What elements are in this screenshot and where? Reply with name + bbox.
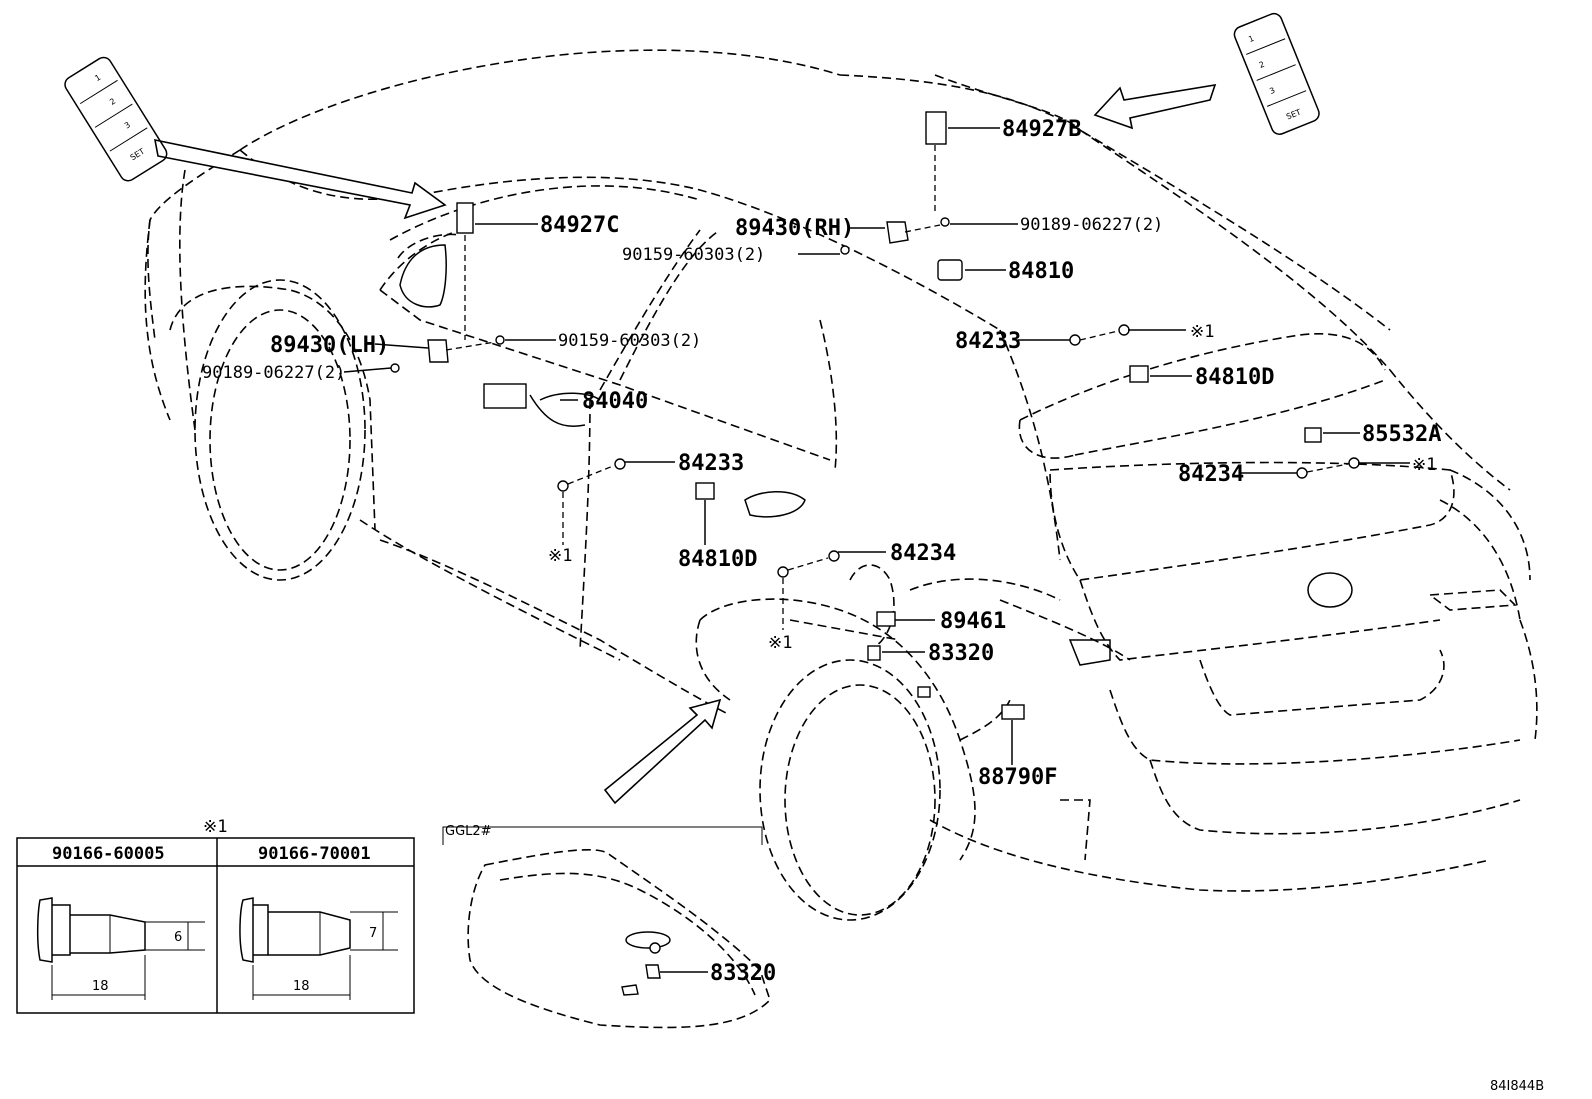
ggl2-title: GGL2# (445, 824, 492, 839)
label-ref1-b: ※1 (1412, 455, 1436, 475)
label-89461: 89461 (940, 609, 1006, 634)
panel-right-btn1: 1 (1247, 34, 1255, 44)
label-84927C: 84927C (540, 213, 619, 238)
sensor-88790F-glyph (1001, 704, 1025, 720)
table-col2-part: 90166-70001 (258, 844, 371, 864)
clip-84234-left-glyph (828, 550, 840, 562)
panel-right-btn3: 3 (1268, 86, 1276, 96)
pointer-arrows (153, 83, 1217, 805)
label-84233-right: 84233 (955, 329, 1021, 354)
label-89430RH: 89430(RH) (735, 216, 854, 241)
clip-84234-right-glyph (1296, 467, 1308, 479)
switch-84810D-left-glyph (695, 482, 715, 500)
part-labels: 84927C 84927B 89430(RH) 90189-06227(2) 9… (202, 117, 1441, 790)
label-84040: 84040 (582, 389, 648, 414)
label-90189-rh: 90189-06227(2) (1020, 215, 1163, 235)
clip-84233-right-glyph (1069, 334, 1081, 346)
label-84810: 84810 (1008, 259, 1074, 284)
panel-left-btn3: 3 (123, 120, 132, 130)
label-83320-ggl: 83320 (710, 961, 776, 986)
label-83320: 83320 (928, 641, 994, 666)
label-84810D-right: 84810D (1195, 365, 1274, 390)
diagram-id: 84I844B (1490, 1079, 1544, 1094)
switch-84810-glyph (937, 259, 963, 281)
clip-84233-left-glyph (614, 458, 626, 470)
switch-84927C-glyph (456, 202, 474, 234)
label-ref1-d: ※1 (768, 633, 792, 653)
memory-switch-panel-left: 1 2 3 SET (64, 56, 168, 182)
label-90159-lh: 90159-60303(2) (558, 331, 701, 351)
switch-84927B-glyph (925, 111, 947, 145)
sensor-89430LH-glyph (427, 339, 449, 363)
switch-85532A-glyph (1304, 427, 1322, 443)
sensor-89461-glyph (876, 611, 896, 627)
label-84810D-left: 84810D (678, 547, 757, 572)
label-84234-left: 84234 (890, 541, 956, 566)
col2-dim-len: 18 (293, 979, 310, 994)
panel-right-btn2: 2 (1258, 60, 1266, 70)
vehicle-outline (144, 49, 1538, 921)
label-90189-lh: 90189-06227(2) (202, 363, 345, 383)
table-ref-mark: ※1 (203, 817, 227, 837)
sensor-89430RH-glyph (886, 221, 909, 244)
switch-84040-glyph (483, 383, 527, 409)
leader-lines (343, 127, 1410, 765)
label-88790F: 88790F (978, 765, 1057, 790)
label-89430LH: 89430(LH) (270, 333, 389, 358)
clip-90166-60005-drawing: 6 18 (36, 897, 205, 1000)
label-84233-left: 84233 (678, 451, 744, 476)
col1-dim-dia: 6 (174, 930, 182, 945)
col2-dim-dia: 7 (369, 926, 377, 941)
panel-left-set: SET (129, 147, 147, 163)
label-84234-right: 84234 (1178, 462, 1244, 487)
label-ref1-a: ※1 (1190, 322, 1214, 342)
switch-84810D-right-glyph (1129, 365, 1149, 383)
label-85532A: 85532A (1362, 422, 1441, 447)
col1-dim-len: 18 (92, 979, 109, 994)
panel-right-set: SET (1285, 108, 1302, 122)
panel-left-btn2: 2 (108, 96, 117, 106)
label-90159-rh: 90159-60303(2) (622, 245, 765, 265)
table-col1-part: 90166-60005 (52, 844, 165, 864)
ggl2-inset: GGL2# 83320 (442, 824, 776, 1029)
label-84927B: 84927B (1002, 117, 1081, 142)
label-ref1-c: ※1 (548, 546, 572, 566)
fastener-table: ※1 90166-60005 90166-70001 6 18 (16, 817, 415, 1014)
memory-switch-panel-right: 1 2 3 SET (1233, 12, 1320, 135)
panel-left-btn1: 1 (93, 73, 102, 83)
sensor-83320-glyph (867, 645, 881, 661)
clip-90166-70001-drawing: 7 18 (239, 897, 398, 1000)
part-glyphs (390, 111, 1360, 720)
